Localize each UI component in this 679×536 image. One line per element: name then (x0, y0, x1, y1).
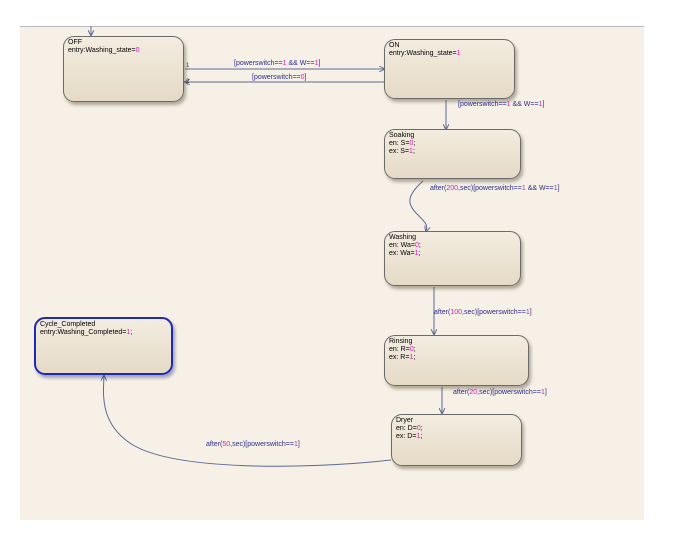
state-action: entry:Washing_Completed=1; (40, 329, 133, 336)
state-dryer[interactable]: Dryer en: D=0; ex: D=1; (391, 414, 522, 466)
state-washing[interactable]: Washing en: Wa=0; ex: Wa=1; (384, 231, 521, 286)
state-name: Dryer (396, 417, 414, 424)
execution-order-1: 1 (186, 63, 190, 69)
state-action: entry:Washing_state=1 (389, 50, 461, 57)
state-name: ON (389, 42, 400, 49)
state-action: ex: Wa=1; (389, 250, 421, 257)
label-off-on[interactable]: [powerswitch==1 && W==1] (234, 60, 321, 67)
state-name: Rinsing (389, 338, 413, 345)
state-name: Soaking (389, 132, 415, 139)
label-on-off[interactable]: [powerswitch==0] (252, 74, 307, 81)
label-washing-rinsing[interactable]: after(100,sec)[powerswitch==1] (434, 309, 532, 316)
transition-soaking-washing[interactable] (409, 180, 427, 231)
state-name: Washing (389, 234, 416, 241)
label-rinsing-dryer[interactable]: after(20,sec)[powerswitch==1] (453, 389, 547, 396)
state-action: ex: R=1; (389, 354, 416, 361)
state-name: Cycle_Completed (40, 321, 96, 328)
state-action: ex: D=1; (396, 433, 423, 440)
state-soaking[interactable]: Soaking en: S=0; ex: S=1; (384, 129, 521, 179)
state-name: OFF (68, 39, 82, 46)
execution-order-2: 2 (186, 79, 190, 85)
label-on-soaking[interactable]: [powerswitch==1 && W==1] (458, 101, 545, 108)
state-cycle-completed[interactable]: Cycle_Completed entry:Washing_Completed=… (34, 317, 173, 375)
state-action: en: Wa=0; (389, 242, 421, 249)
state-off[interactable]: OFF entry:Washing_state=0 (63, 36, 184, 102)
transition-dryer-cycle[interactable] (103, 376, 392, 467)
state-on[interactable]: ON entry:Washing_state=1 (384, 39, 515, 99)
stateflow-canvas (20, 26, 644, 520)
label-soaking-washing[interactable]: after(200,sec)[powerswitch==1 && W==1] (430, 185, 560, 192)
state-rinsing[interactable]: Rinsing en: R=0; ex: R=1; (384, 335, 529, 386)
label-dryer-cycle[interactable]: after(50,sec)[powerswitch==1] (206, 441, 300, 448)
state-action: en: S=0; (389, 140, 416, 147)
state-action: entry:Washing_state=0 (68, 47, 140, 54)
state-action: en: D=0; (396, 425, 423, 432)
state-action: ex: S=1; (389, 148, 415, 155)
state-action: en: R=0; (389, 346, 416, 353)
